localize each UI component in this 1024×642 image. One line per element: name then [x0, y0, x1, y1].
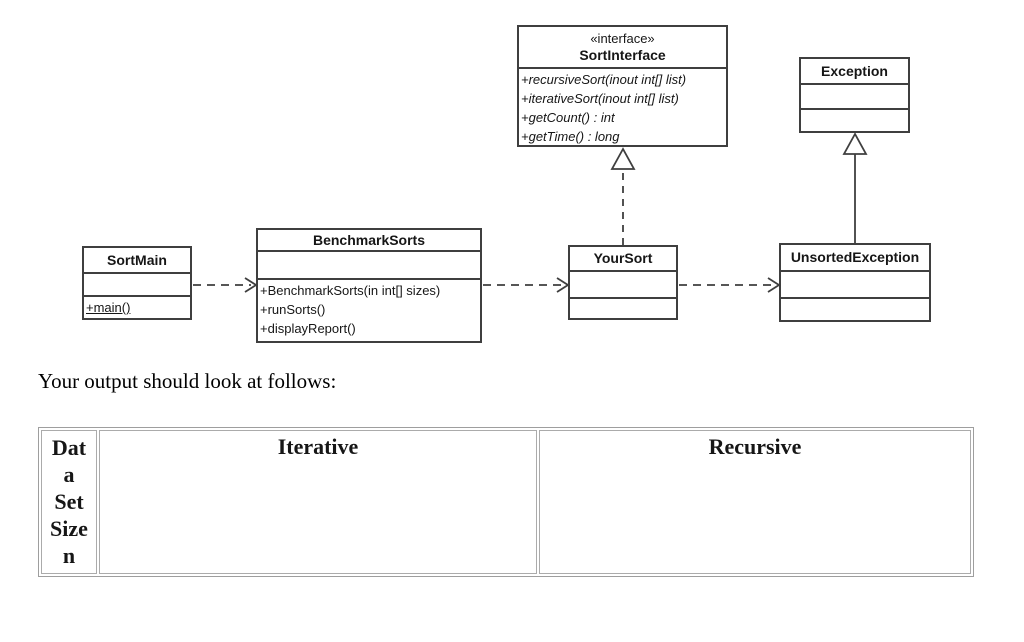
exception-methods-empty: [801, 108, 908, 131]
header-cell-recursive: Recursive: [539, 430, 971, 574]
header-cell-data-set-size: Dat a Set Size n: [41, 430, 97, 574]
method-gettime: +getTime() : long: [521, 129, 620, 144]
table-header-row: Dat a Set Size n Iterative Recursive: [41, 430, 971, 574]
exception-name: Exception: [821, 62, 888, 79]
realization-arrow-yoursort-to-sortinterface: [610, 147, 636, 245]
method-benchmarksorts-ctor: +BenchmarkSorts(in int[] sizes): [260, 283, 441, 298]
yoursort-attributes-empty: [570, 270, 676, 297]
header-cell-iterative: Iterative: [99, 430, 537, 574]
yoursort-methods-empty: [570, 297, 676, 318]
dependency-arrow-sortmain-to-benchmarksorts: [193, 277, 258, 293]
uml-class-sortmain: SortMain +main(): [82, 246, 192, 320]
sortmain-methods: +main(): [84, 295, 190, 318]
method-displayreport: +displayReport(): [260, 321, 356, 336]
sortmain-attributes-empty: [84, 272, 190, 295]
uml-class-unsortedexception: UnsortedException: [779, 243, 931, 322]
sortinterface-name: SortInterface: [579, 47, 666, 63]
method-iterativesort: +iterativeSort(inout int[] list): [521, 91, 679, 106]
sortmain-title: SortMain: [84, 248, 190, 272]
sortmain-name: SortMain: [107, 251, 167, 268]
method-recursivesort: +recursiveSort(inout int[] list): [521, 72, 687, 87]
unsortedexception-attributes-empty: [781, 270, 929, 297]
exception-attributes-empty: [801, 83, 908, 108]
output-caption: Your output should look at follows:: [38, 369, 337, 393]
method-main: +main(): [86, 300, 131, 315]
interface-stereotype: «interface»: [590, 31, 655, 46]
benchmarksorts-title: BenchmarkSorts: [258, 230, 480, 250]
sortinterface-methods: +recursiveSort(inout int[] list) +iterat…: [519, 67, 726, 146]
generalization-arrow-unsortedexception-to-exception: [842, 132, 868, 243]
method-runsorts: +runSorts(): [260, 302, 326, 317]
unsortedexception-title: UnsortedException: [781, 245, 929, 270]
sortinterface-title: «interface» SortInterface: [519, 27, 726, 67]
benchmarksorts-methods: +BenchmarkSorts(in int[] sizes) +runSort…: [258, 278, 480, 341]
method-getcount: +getCount() : int: [521, 110, 615, 125]
dependency-arrow-benchmarksorts-to-yoursort: [483, 277, 570, 293]
unsortedexception-name: UnsortedException: [790, 249, 920, 265]
exception-title: Exception: [801, 59, 908, 83]
benchmarksorts-attributes-empty: [258, 250, 480, 278]
output-table: Dat a Set Size n Iterative Recursive: [38, 427, 974, 577]
unsortedexception-methods-empty: [781, 297, 929, 320]
uml-class-benchmarksorts: BenchmarkSorts +BenchmarkSorts(in int[] …: [256, 228, 482, 343]
uml-class-exception: Exception: [799, 57, 910, 133]
uml-class-yoursort: YourSort: [568, 245, 678, 320]
yoursort-name: YourSort: [593, 250, 653, 266]
yoursort-title: YourSort: [570, 247, 676, 270]
benchmarksorts-name: BenchmarkSorts: [312, 231, 426, 248]
dependency-arrow-yoursort-to-unsortedexception: [679, 277, 781, 293]
uml-class-sortinterface: «interface» SortInterface +recursiveSort…: [517, 25, 728, 147]
